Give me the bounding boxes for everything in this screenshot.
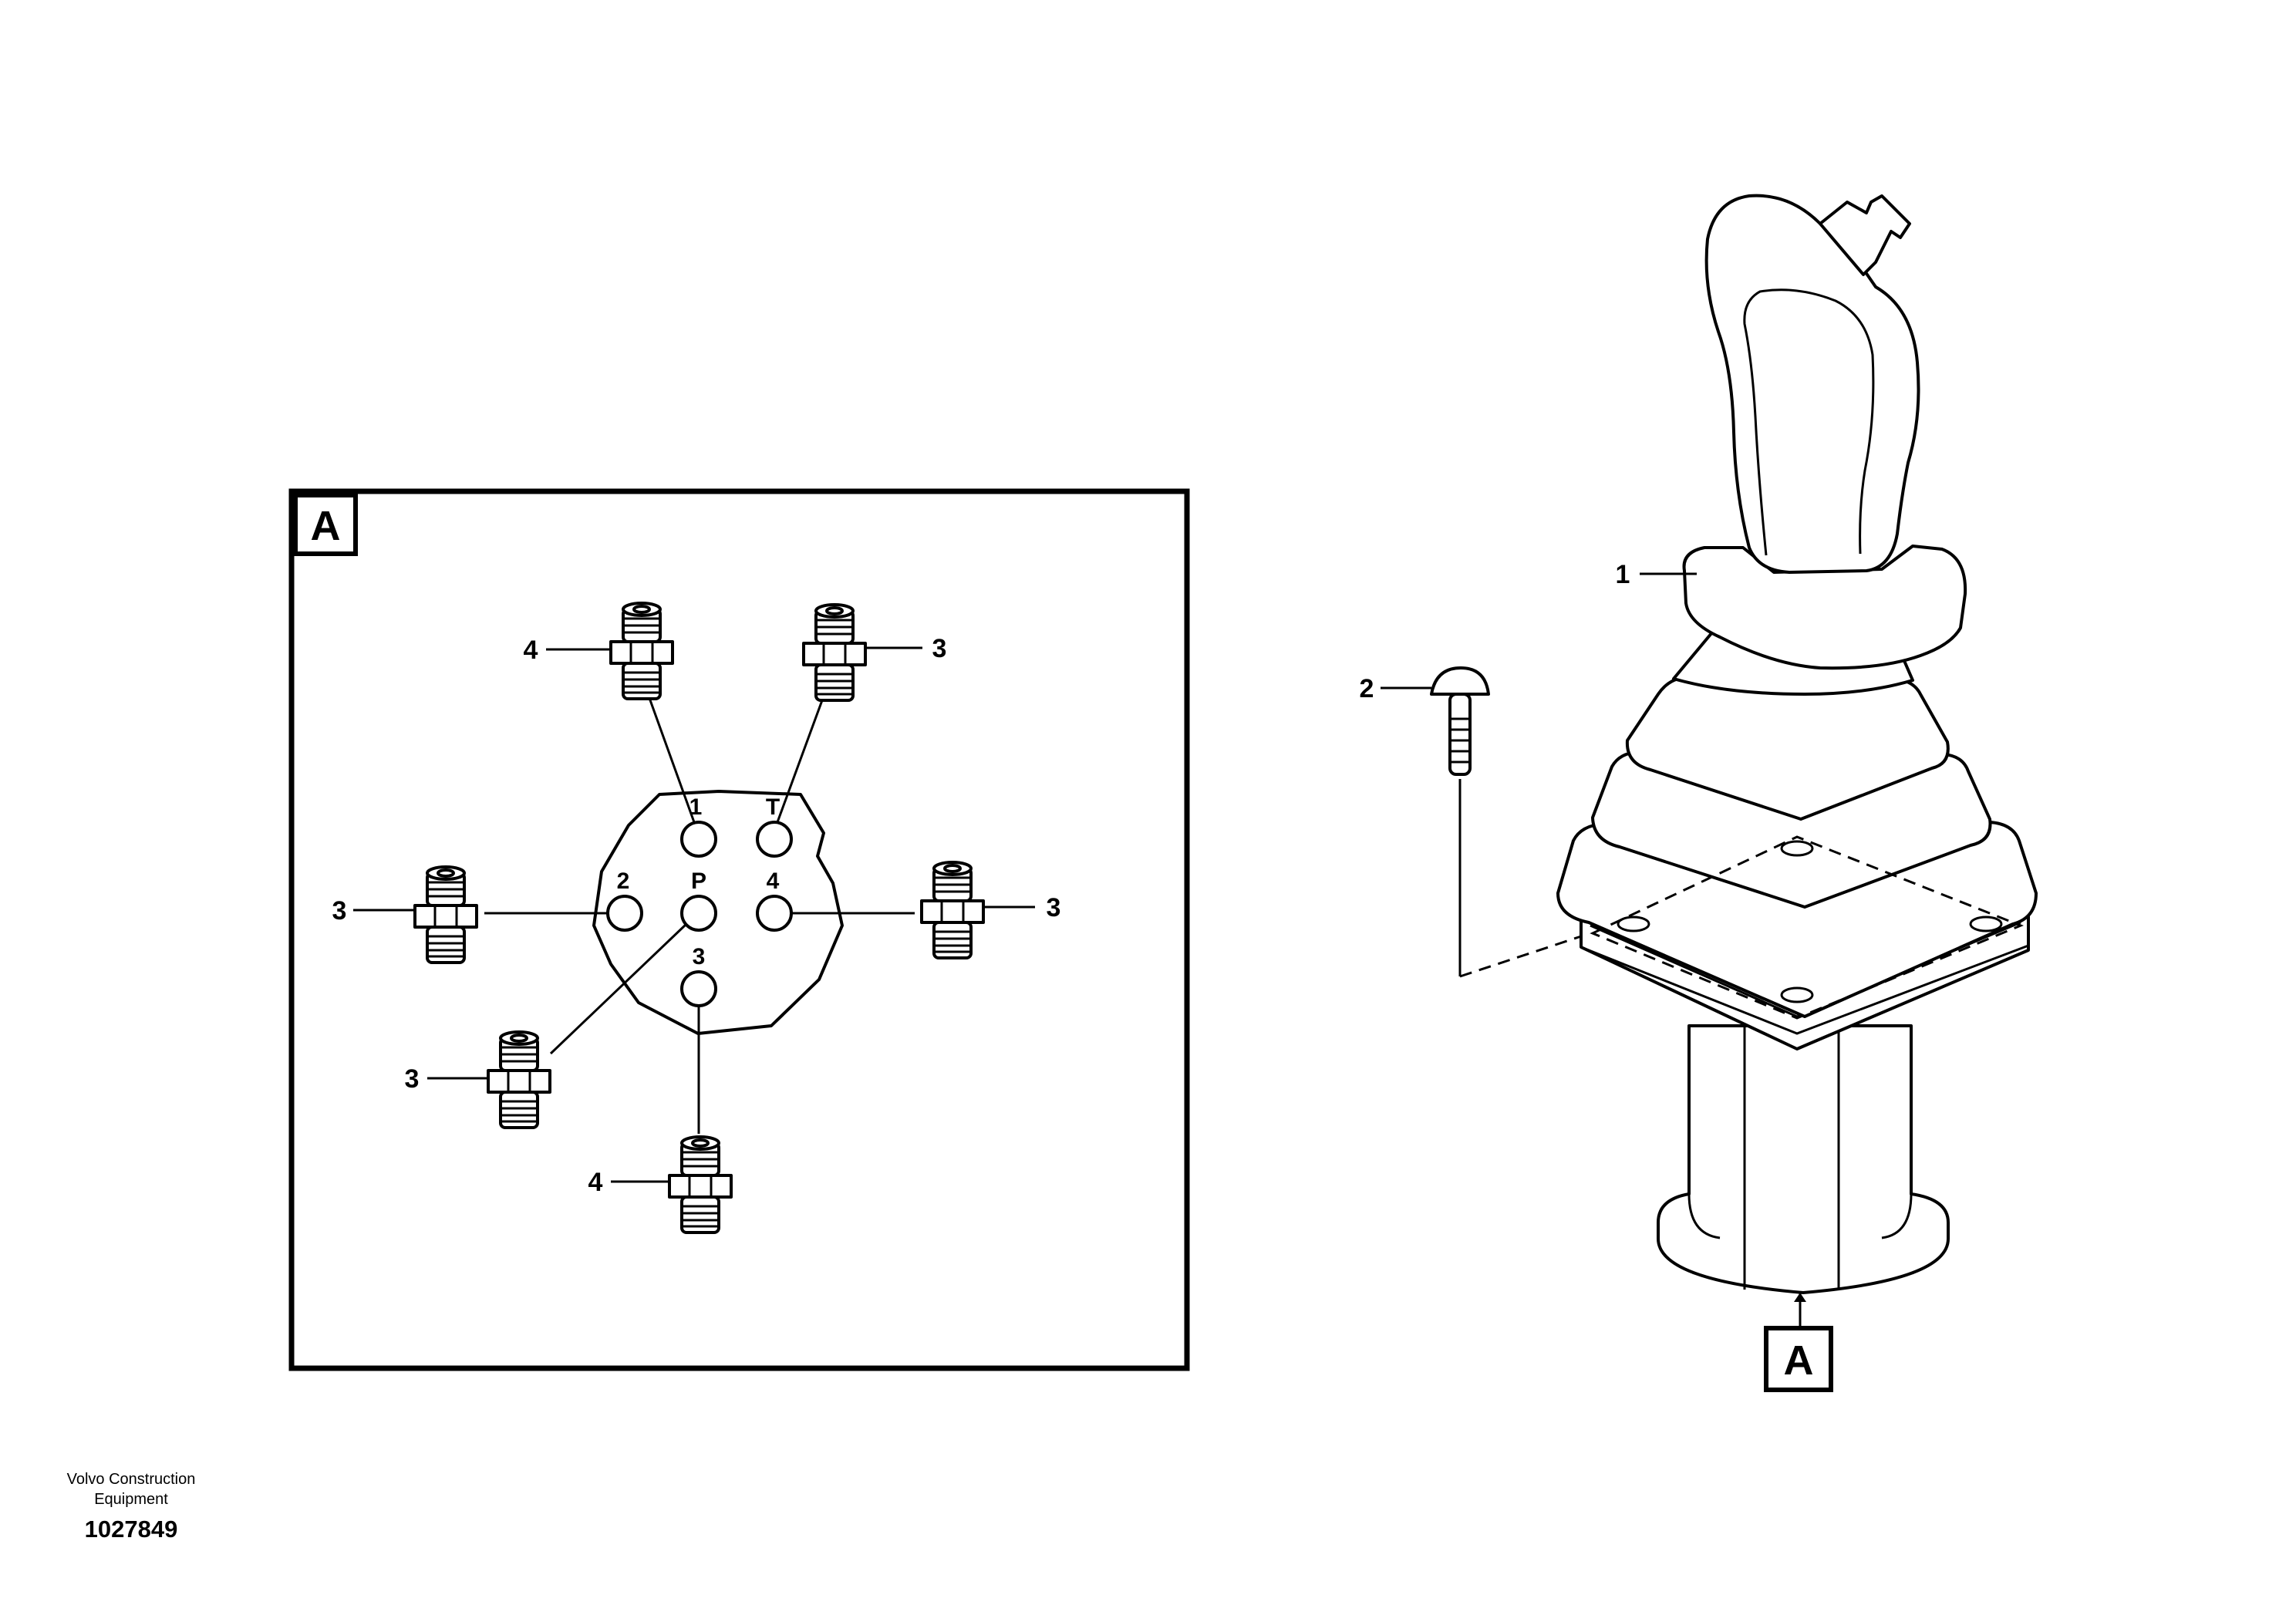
leader-top-left xyxy=(648,697,696,823)
callout-mid-right: 3 xyxy=(1047,893,1061,922)
fitting-mid-right xyxy=(920,861,985,959)
callout-screw: 2 xyxy=(1360,674,1374,703)
fitting-top-right xyxy=(802,603,867,702)
mounting-outline xyxy=(1590,835,2024,1020)
detail-view-a: A 1 T 2 P 4 3 xyxy=(288,488,1190,1371)
port-label-4: 4 xyxy=(767,868,780,894)
callout-top-left: 4 xyxy=(524,636,538,665)
lever-handle xyxy=(1704,194,1920,574)
port-label-p: P xyxy=(691,868,706,894)
fitting-mid-left xyxy=(413,865,478,964)
fitting-top-left xyxy=(609,602,674,700)
lever-collar xyxy=(1682,545,1967,670)
port-label-2: 2 xyxy=(617,868,630,894)
port-hole-3 xyxy=(680,970,717,1007)
detail-letter-box xyxy=(293,493,358,556)
leader-top-right xyxy=(776,700,824,823)
callout-bottom: 4 xyxy=(588,1168,603,1197)
company-line-2: Equipment xyxy=(94,1491,168,1508)
port-hole-2 xyxy=(606,895,643,932)
document-number: 1027849 xyxy=(84,1516,178,1543)
company-line-1: Volvo Construction xyxy=(66,1471,196,1488)
fitting-bottom xyxy=(668,1135,733,1234)
port-hole-p xyxy=(680,895,717,932)
view-ref-box xyxy=(1764,1326,1833,1392)
joystick-assembly: 1 2 A xyxy=(1360,194,2038,1392)
screw xyxy=(1430,666,1490,776)
lever-trigger xyxy=(1819,194,1911,276)
port-label-3: 3 xyxy=(693,944,706,969)
port-hole-4 xyxy=(756,895,793,932)
joystick-base-cylinder xyxy=(1657,1024,1950,1294)
detail-frame xyxy=(288,488,1190,1371)
callout-top-right: 3 xyxy=(932,634,947,663)
screw-hole-dash xyxy=(1459,935,1582,978)
port-hole-1 xyxy=(680,821,717,858)
callout-mid-left: 3 xyxy=(332,896,347,926)
view-ref-arrowhead xyxy=(1794,1293,1806,1302)
port-hole-t xyxy=(756,821,793,858)
callout-low-left: 3 xyxy=(405,1064,420,1094)
company-name: Volvo Construction Equipment xyxy=(31,1469,231,1509)
leader-low-left xyxy=(549,922,688,1055)
view-ref-letter: A xyxy=(1784,1337,1814,1384)
port-label-1: 1 xyxy=(689,794,703,820)
detail-letter: A xyxy=(311,503,341,549)
fitting-low-left xyxy=(487,1030,551,1129)
callout-lever: 1 xyxy=(1616,560,1630,589)
port-label-t: T xyxy=(766,794,780,820)
